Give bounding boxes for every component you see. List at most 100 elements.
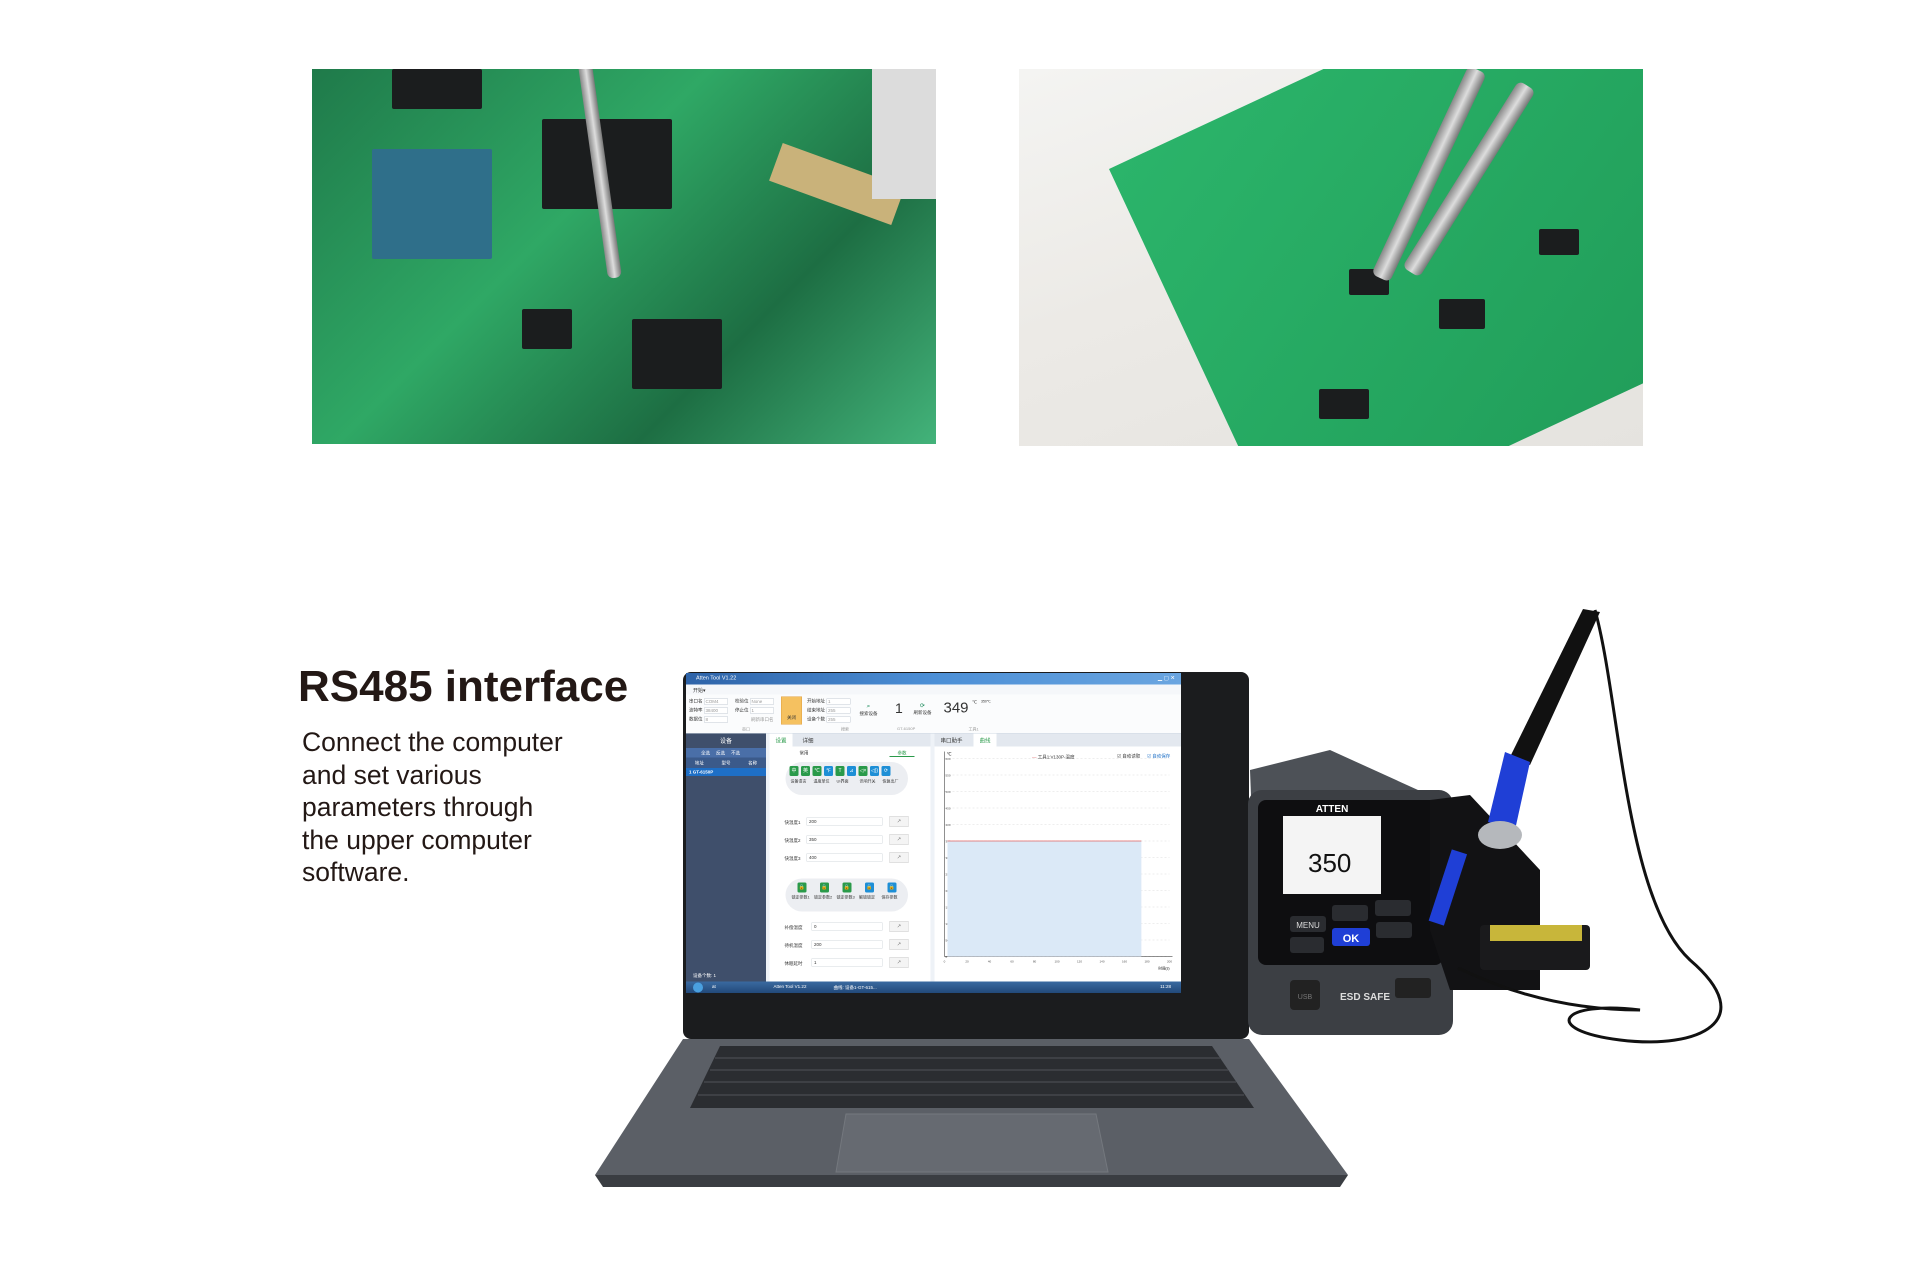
cpu-chip <box>372 149 492 259</box>
device-count-display: 1 <box>895 700 903 717</box>
tab-settings[interactable]: 设置 <box>769 733 793 747</box>
up-button[interactable] <box>1376 922 1412 938</box>
function-icon[interactable]: T <box>835 766 845 776</box>
laptop-touchpad <box>835 1113 1109 1173</box>
quick-temp-select[interactable]: 350 <box>806 835 883 844</box>
apply-button[interactable]: ↗ <box>889 834 909 845</box>
iron-cable <box>1457 609 1723 1044</box>
laptop-base-edge <box>595 1175 1348 1187</box>
param-select[interactable]: 200 <box>811 940 883 949</box>
lock-icon[interactable]: 🔒 <box>865 882 874 893</box>
lock-label: 锁定参数3 <box>836 895 855 900</box>
power-switch[interactable] <box>1395 978 1431 998</box>
lock-icon[interactable]: 🔒 <box>842 882 852 893</box>
taskbar-item[interactable]: Atten Tool V1.22 <box>773 984 807 989</box>
taskbar-item[interactable]: 曲线: 设备1-GT-615... <box>833 985 877 990</box>
description-line: software. <box>302 857 410 887</box>
info-button[interactable] <box>1375 900 1411 916</box>
y-tick-label: 500 <box>946 790 951 794</box>
function-icon[interactable]: ◁× <box>858 766 868 776</box>
apply-button[interactable]: ↗ <box>889 816 909 827</box>
device-row[interactable]: 1 GT-6150P <box>686 768 766 776</box>
y-tick-label: 600 <box>946 757 951 761</box>
series-area <box>947 841 1142 957</box>
quick-temp-select[interactable]: 200 <box>806 817 883 826</box>
function-icon[interactable]: ⊿ <box>847 766 856 776</box>
function-icon[interactable]: ℃ <box>812 766 822 776</box>
description: Connect the computer and set various par… <box>302 726 602 889</box>
function-icon[interactable]: 英 <box>801 766 810 776</box>
apply-button[interactable]: ↗ <box>889 921 909 932</box>
auto-save-checkbox[interactable]: ☑ 自动保存 <box>1147 753 1171 759</box>
temp-unit: ℃ <box>972 699 978 705</box>
x-tick-label: 180 <box>1144 960 1149 964</box>
lock-icon[interactable]: 🔒 <box>797 882 807 893</box>
lock-icon[interactable]: 🔒 <box>820 882 829 893</box>
ok-button[interactable] <box>1332 928 1370 946</box>
ok-button-label: OK <box>1343 933 1360 945</box>
select-none-button[interactable]: 不选 <box>731 750 741 756</box>
window-controls[interactable]: ▁ ▢ ✕ <box>1157 675 1175 681</box>
chart-legend: — 工具1:V130P-温度 <box>1032 754 1075 760</box>
tab-details[interactable]: 详细 <box>802 738 814 744</box>
tab-serial-assistant[interactable]: 串口助手 <box>940 738 963 744</box>
function-icon[interactable]: ℉ <box>824 766 833 776</box>
lock-icon[interactable]: 🔒 <box>887 882 897 893</box>
function-icon-label: 设备语言 <box>790 779 807 784</box>
y-tick-label: 550 <box>946 774 951 778</box>
function-icon-label: 温度单位 <box>813 779 830 784</box>
tab-curve[interactable]: 曲线 <box>973 733 997 747</box>
swap-button[interactable] <box>1332 905 1368 921</box>
select-all-button[interactable]: 全选 <box>701 750 711 756</box>
chip <box>632 319 722 389</box>
menu-button[interactable] <box>1290 916 1326 932</box>
function-icon[interactable]: ⟳ <box>881 766 891 776</box>
x-tick-label: 120 <box>1077 960 1082 964</box>
apply-button[interactable]: ↗ <box>889 957 909 968</box>
title-bar: Atten Tool V1.22 ▁ ▢ ✕ <box>686 673 1181 685</box>
refresh-port-button[interactable]: 刷新串口名 <box>751 717 774 722</box>
y-tick-label: 400 <box>946 823 951 827</box>
auto-read-checkbox[interactable]: ☑ 自动读取 <box>1117 753 1141 759</box>
field-label: 待机温度 <box>784 943 803 948</box>
x-tick-label: 160 <box>1122 960 1127 964</box>
apply-button[interactable]: ↗ <box>889 852 909 863</box>
subtab-params[interactable]: 参数 <box>889 750 915 757</box>
quick-temp-select[interactable]: 400 <box>806 853 883 862</box>
start-icon[interactable] <box>693 982 703 993</box>
x-tick-label: 60 <box>1010 960 1014 964</box>
close-port-button[interactable]: 关闭 <box>781 696 802 725</box>
subtab-common[interactable]: 常用 <box>799 750 809 756</box>
apply-button[interactable]: ↗ <box>889 939 909 950</box>
temperature-chart: 0501001502002503003504004505005506000204… <box>944 751 1173 971</box>
menu-start[interactable]: 开始▾ <box>693 688 706 694</box>
param-select[interactable]: 0 <box>811 922 883 931</box>
taskbar-item[interactable]: at <box>712 984 716 989</box>
function-icon-label: UI界面 <box>836 779 849 784</box>
field-label: 补偿温度 <box>784 925 803 930</box>
x-tick-label: 80 <box>1033 960 1037 964</box>
function-icon[interactable]: ◁)) <box>870 766 879 776</box>
refresh-device-button[interactable]: ⟳刷新设备 <box>913 702 932 715</box>
chip <box>522 309 572 349</box>
x-tick-label: 100 <box>1054 960 1059 964</box>
invert-selection-button[interactable]: 反选 <box>716 750 726 756</box>
soldering-iron-handle <box>1510 609 1600 765</box>
station-brand-logo: ATTEN <box>1316 804 1349 815</box>
search-device-button[interactable]: ⌕搜索设备 <box>859 702 878 716</box>
function-icon[interactable]: 中 <box>789 766 799 776</box>
param-select[interactable]: 1 <box>811 958 883 967</box>
down-button[interactable] <box>1290 937 1324 953</box>
green-pcb <box>1109 69 1643 446</box>
function-icon-label: 恢复出厂 <box>882 779 899 784</box>
x-tick-label: 40 <box>988 960 992 964</box>
